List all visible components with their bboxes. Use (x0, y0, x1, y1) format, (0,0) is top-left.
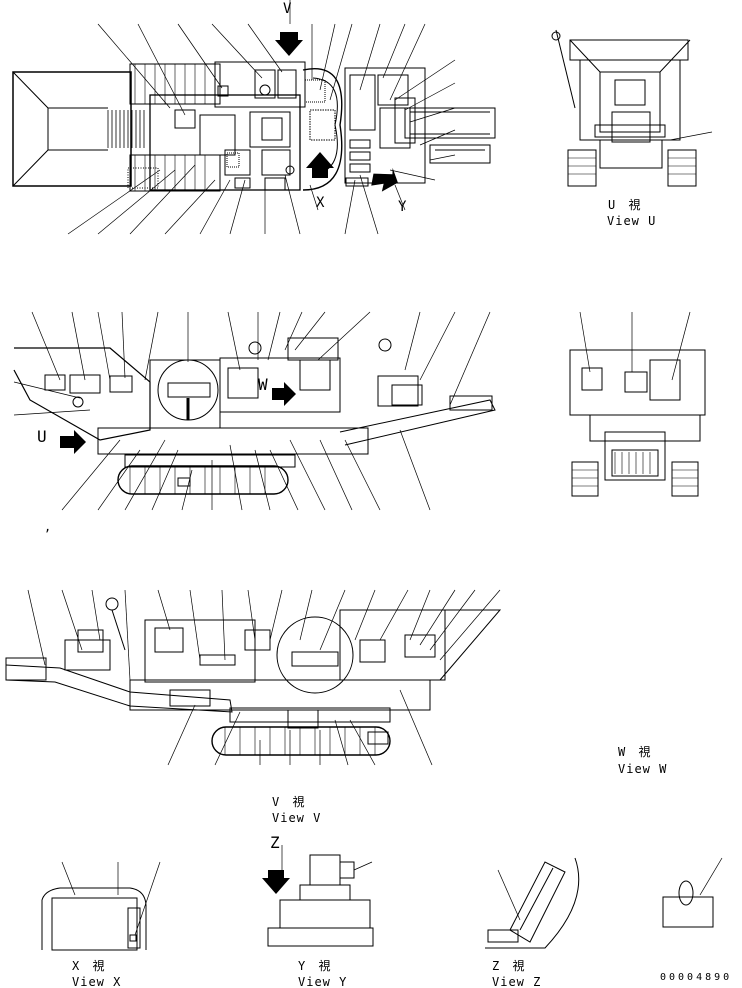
view-v-en: View V (272, 811, 322, 825)
view-z-jp: Z 視 (492, 959, 528, 973)
view-u-jp: U 視 (608, 198, 644, 212)
part-code: 00004890 (660, 972, 733, 983)
view-x-en: View X (72, 975, 122, 988)
view-x-detail (41, 861, 161, 951)
top-plan-view (12, 0, 496, 235)
side-view-upper (13, 311, 496, 511)
marker-u: U (37, 427, 47, 446)
view-w-jp: W 視 (618, 745, 654, 759)
marker-w: W (258, 375, 268, 394)
decal-box (662, 857, 723, 928)
marker-v: V (283, 1, 292, 17)
view-v-jp: V 視 (272, 795, 308, 809)
side-view-lower-v (5, 589, 502, 766)
tick-mark: , (44, 520, 52, 534)
marker-z: Z (270, 833, 280, 852)
view-z-detail (485, 857, 580, 949)
view-w-rear (569, 311, 706, 497)
view-y-jp: Y 視 (298, 959, 334, 973)
view-x-jp: X 視 (72, 959, 108, 973)
view-w-en: View W (618, 762, 668, 776)
view-z-en: View Z (492, 975, 542, 988)
view-y-detail (262, 845, 374, 947)
view-y-en: View Y (298, 975, 348, 988)
marker-x: X (316, 195, 325, 211)
view-u-en: View U (607, 214, 657, 228)
marker-y: Y (398, 199, 407, 215)
view-u-front (551, 29, 713, 187)
